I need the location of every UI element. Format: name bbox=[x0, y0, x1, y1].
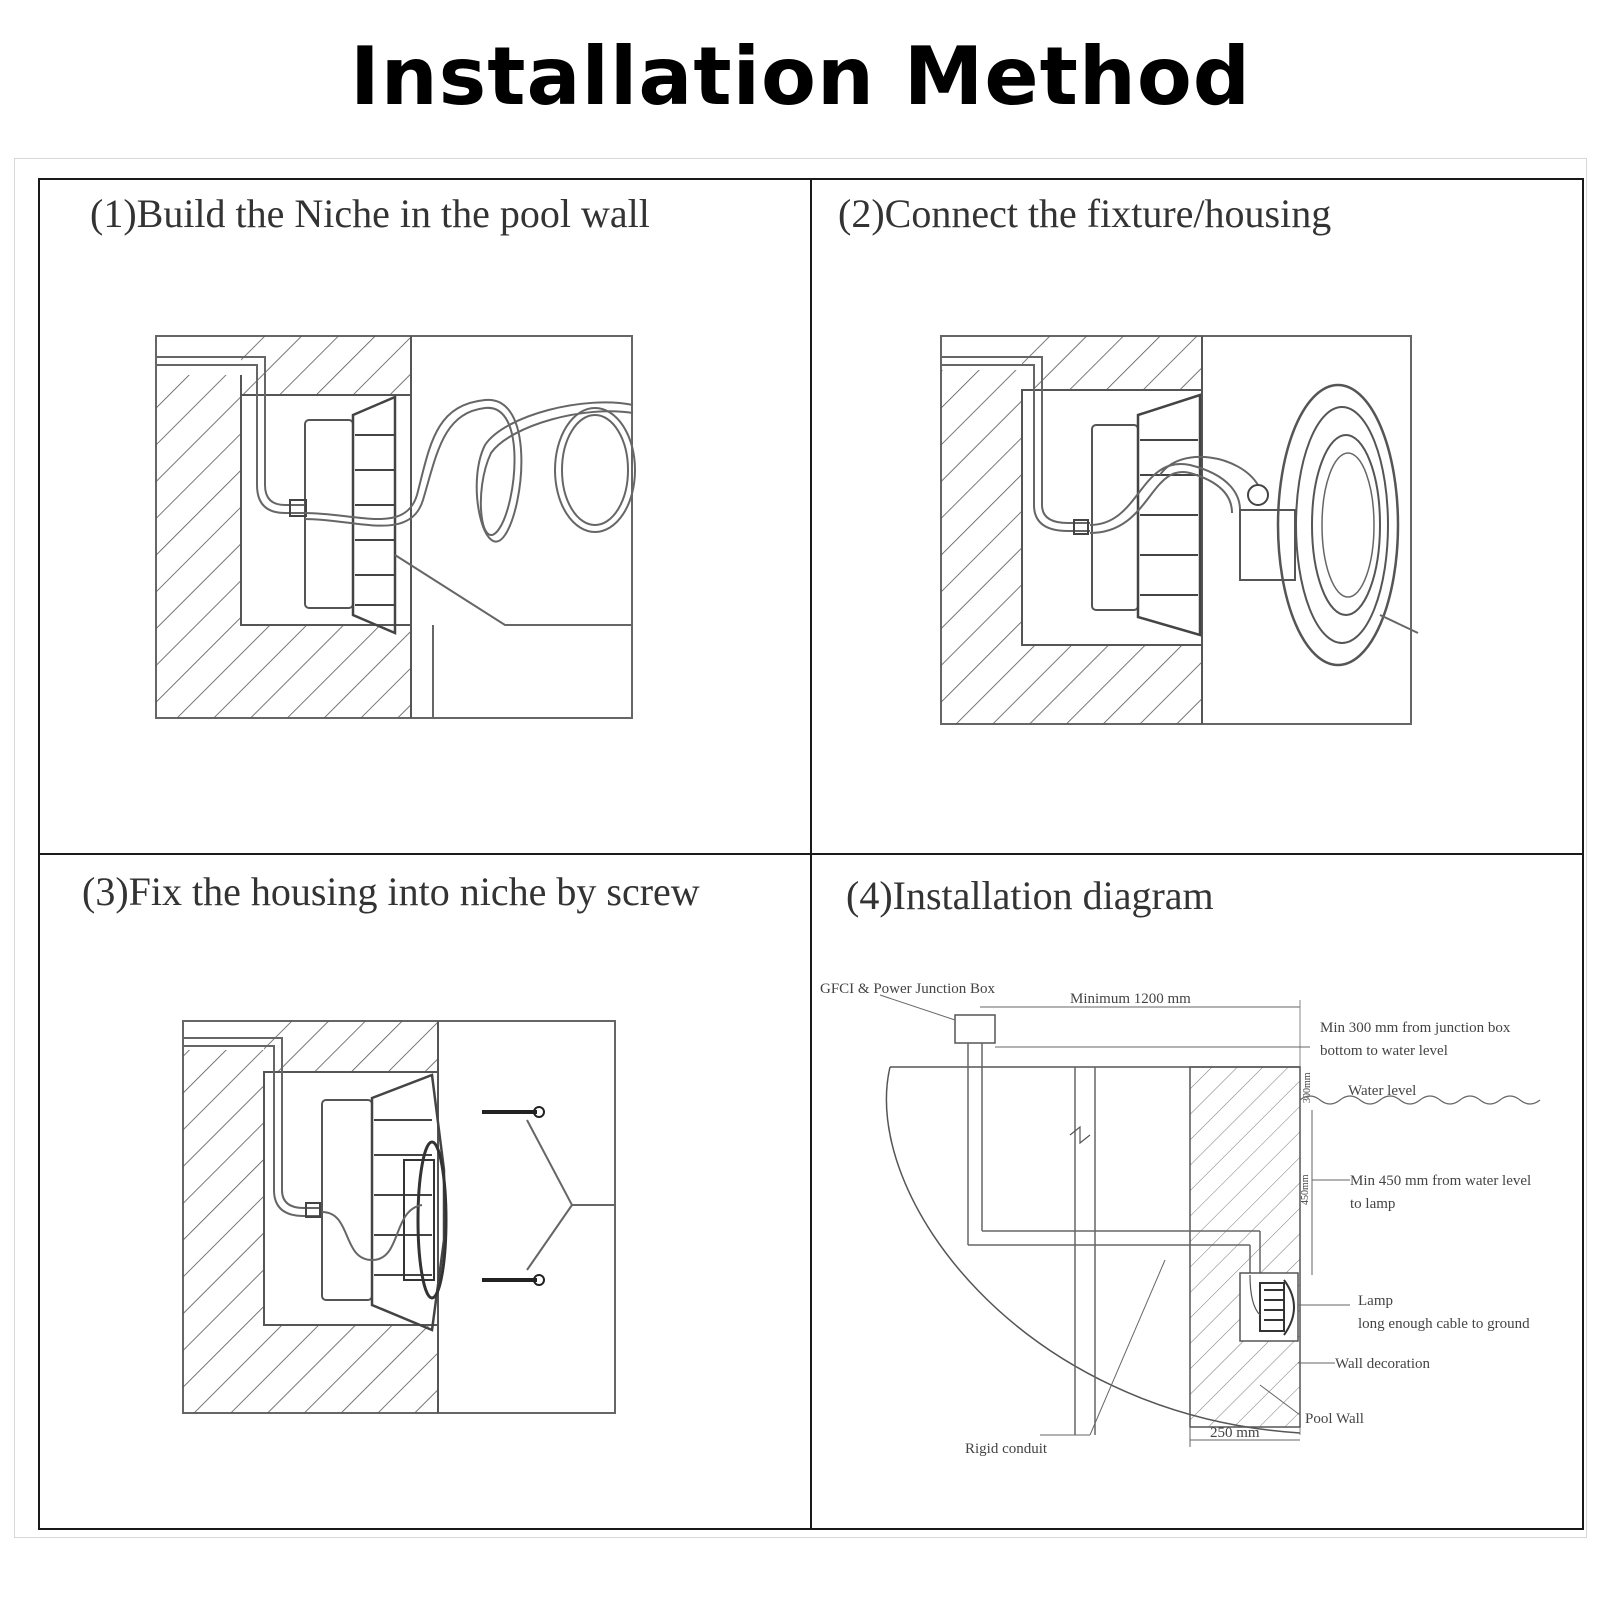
panel-2-title: (2)Connect the fixture/housing bbox=[838, 191, 1332, 236]
min-450-line2: to lamp bbox=[1350, 1196, 1395, 1212]
panel-grid bbox=[38, 178, 1584, 1530]
panel-4-installation-diagram: GFCI & Power Junction Box Minimum 1200 m… bbox=[820, 981, 1541, 1457]
outer-frame bbox=[14, 158, 1587, 1538]
junction-box-label: GFCI & Power Junction Box bbox=[820, 981, 996, 997]
wall-decoration-label: Wall decoration bbox=[1335, 1356, 1431, 1372]
panel-2-connect-drawing bbox=[940, 335, 1419, 725]
dim-450-label: 450mm bbox=[1300, 1174, 1311, 1205]
dim-300-label: 300mm bbox=[1302, 1072, 1313, 1103]
pool-wall-label: Pool Wall bbox=[1305, 1411, 1364, 1427]
cable-label: long enough cable to ground bbox=[1358, 1316, 1530, 1332]
dim-250-label: 250 mm bbox=[1210, 1425, 1260, 1441]
panel-3-fix-drawing bbox=[182, 1020, 616, 1414]
lamp-label: Lamp bbox=[1358, 1293, 1393, 1309]
page-title: Installation Method bbox=[349, 30, 1252, 123]
panel-4-title: (4)Installation diagram bbox=[846, 873, 1214, 918]
min-300-line2: bottom to water level bbox=[1320, 1043, 1448, 1059]
min-300-line1: Min 300 mm from junction box bbox=[1320, 1020, 1511, 1036]
panel-1-title: (1)Build the Niche in the pool wall bbox=[90, 191, 650, 236]
panel-1-niche-drawing bbox=[155, 335, 636, 719]
horizontal-divider bbox=[40, 853, 1582, 855]
rigid-conduit-label: Rigid conduit bbox=[965, 1441, 1048, 1457]
water-level-label: Water level bbox=[1348, 1083, 1416, 1099]
panel-3-title: (3)Fix the housing into niche by screw bbox=[82, 869, 700, 914]
min-1200-label: Minimum 1200 mm bbox=[1070, 991, 1191, 1007]
min-450-line1: Min 450 mm from water level bbox=[1350, 1173, 1531, 1189]
